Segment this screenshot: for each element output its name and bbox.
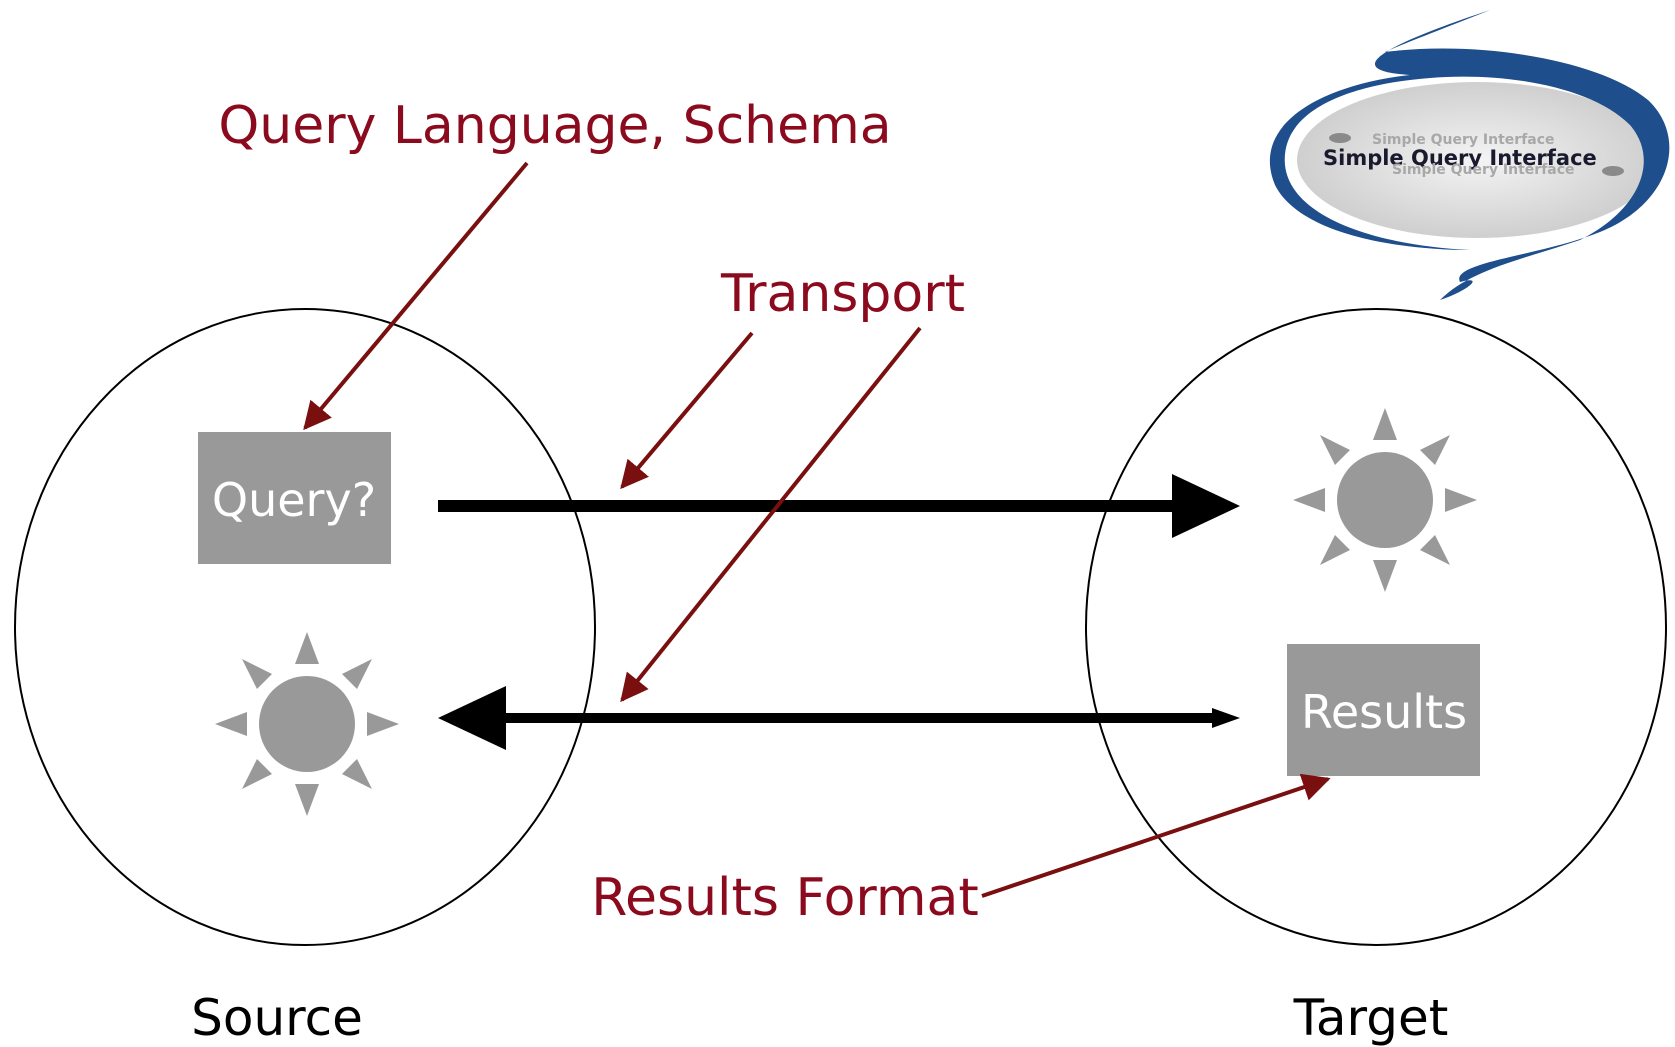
logo-echo-bottom: Simple Query Interface: [1392, 162, 1575, 178]
logo-echo-top: Simple Query Interface: [1372, 132, 1555, 148]
target-sun-icon: [1293, 408, 1477, 592]
query-box: Query?: [198, 432, 391, 564]
transport-pointer-request: [620, 331, 754, 490]
query-language-label: Query Language, Schema: [218, 96, 891, 156]
results-box-label: Results: [1301, 685, 1467, 739]
logo-swirl-icon: [1269, 10, 1670, 300]
target-label: Target: [1293, 989, 1449, 1047]
target-ellipse: [1085, 308, 1667, 946]
transport-pointer-response: [620, 326, 922, 703]
request-arrow: [438, 474, 1240, 538]
source-ellipse: [14, 308, 596, 946]
response-arrow: [438, 686, 1240, 750]
transport-label: Transport: [720, 264, 965, 324]
logo-bug-icon: [1602, 166, 1624, 176]
source-sun-icon: [215, 632, 399, 816]
query-language-pointer: [303, 161, 529, 431]
results-box: Results: [1287, 644, 1480, 776]
source-label: Source: [191, 989, 363, 1047]
logo-title: Simple Query Interface: [1323, 146, 1597, 170]
results-format-pointer: [981, 773, 1331, 898]
query-box-label: Query?: [212, 473, 376, 527]
results-format-label: Results Format: [591, 868, 979, 928]
logo-bug-icon: [1329, 133, 1351, 143]
sqi-logo: Simple Query Interface Simple Query Inte…: [1269, 10, 1670, 300]
